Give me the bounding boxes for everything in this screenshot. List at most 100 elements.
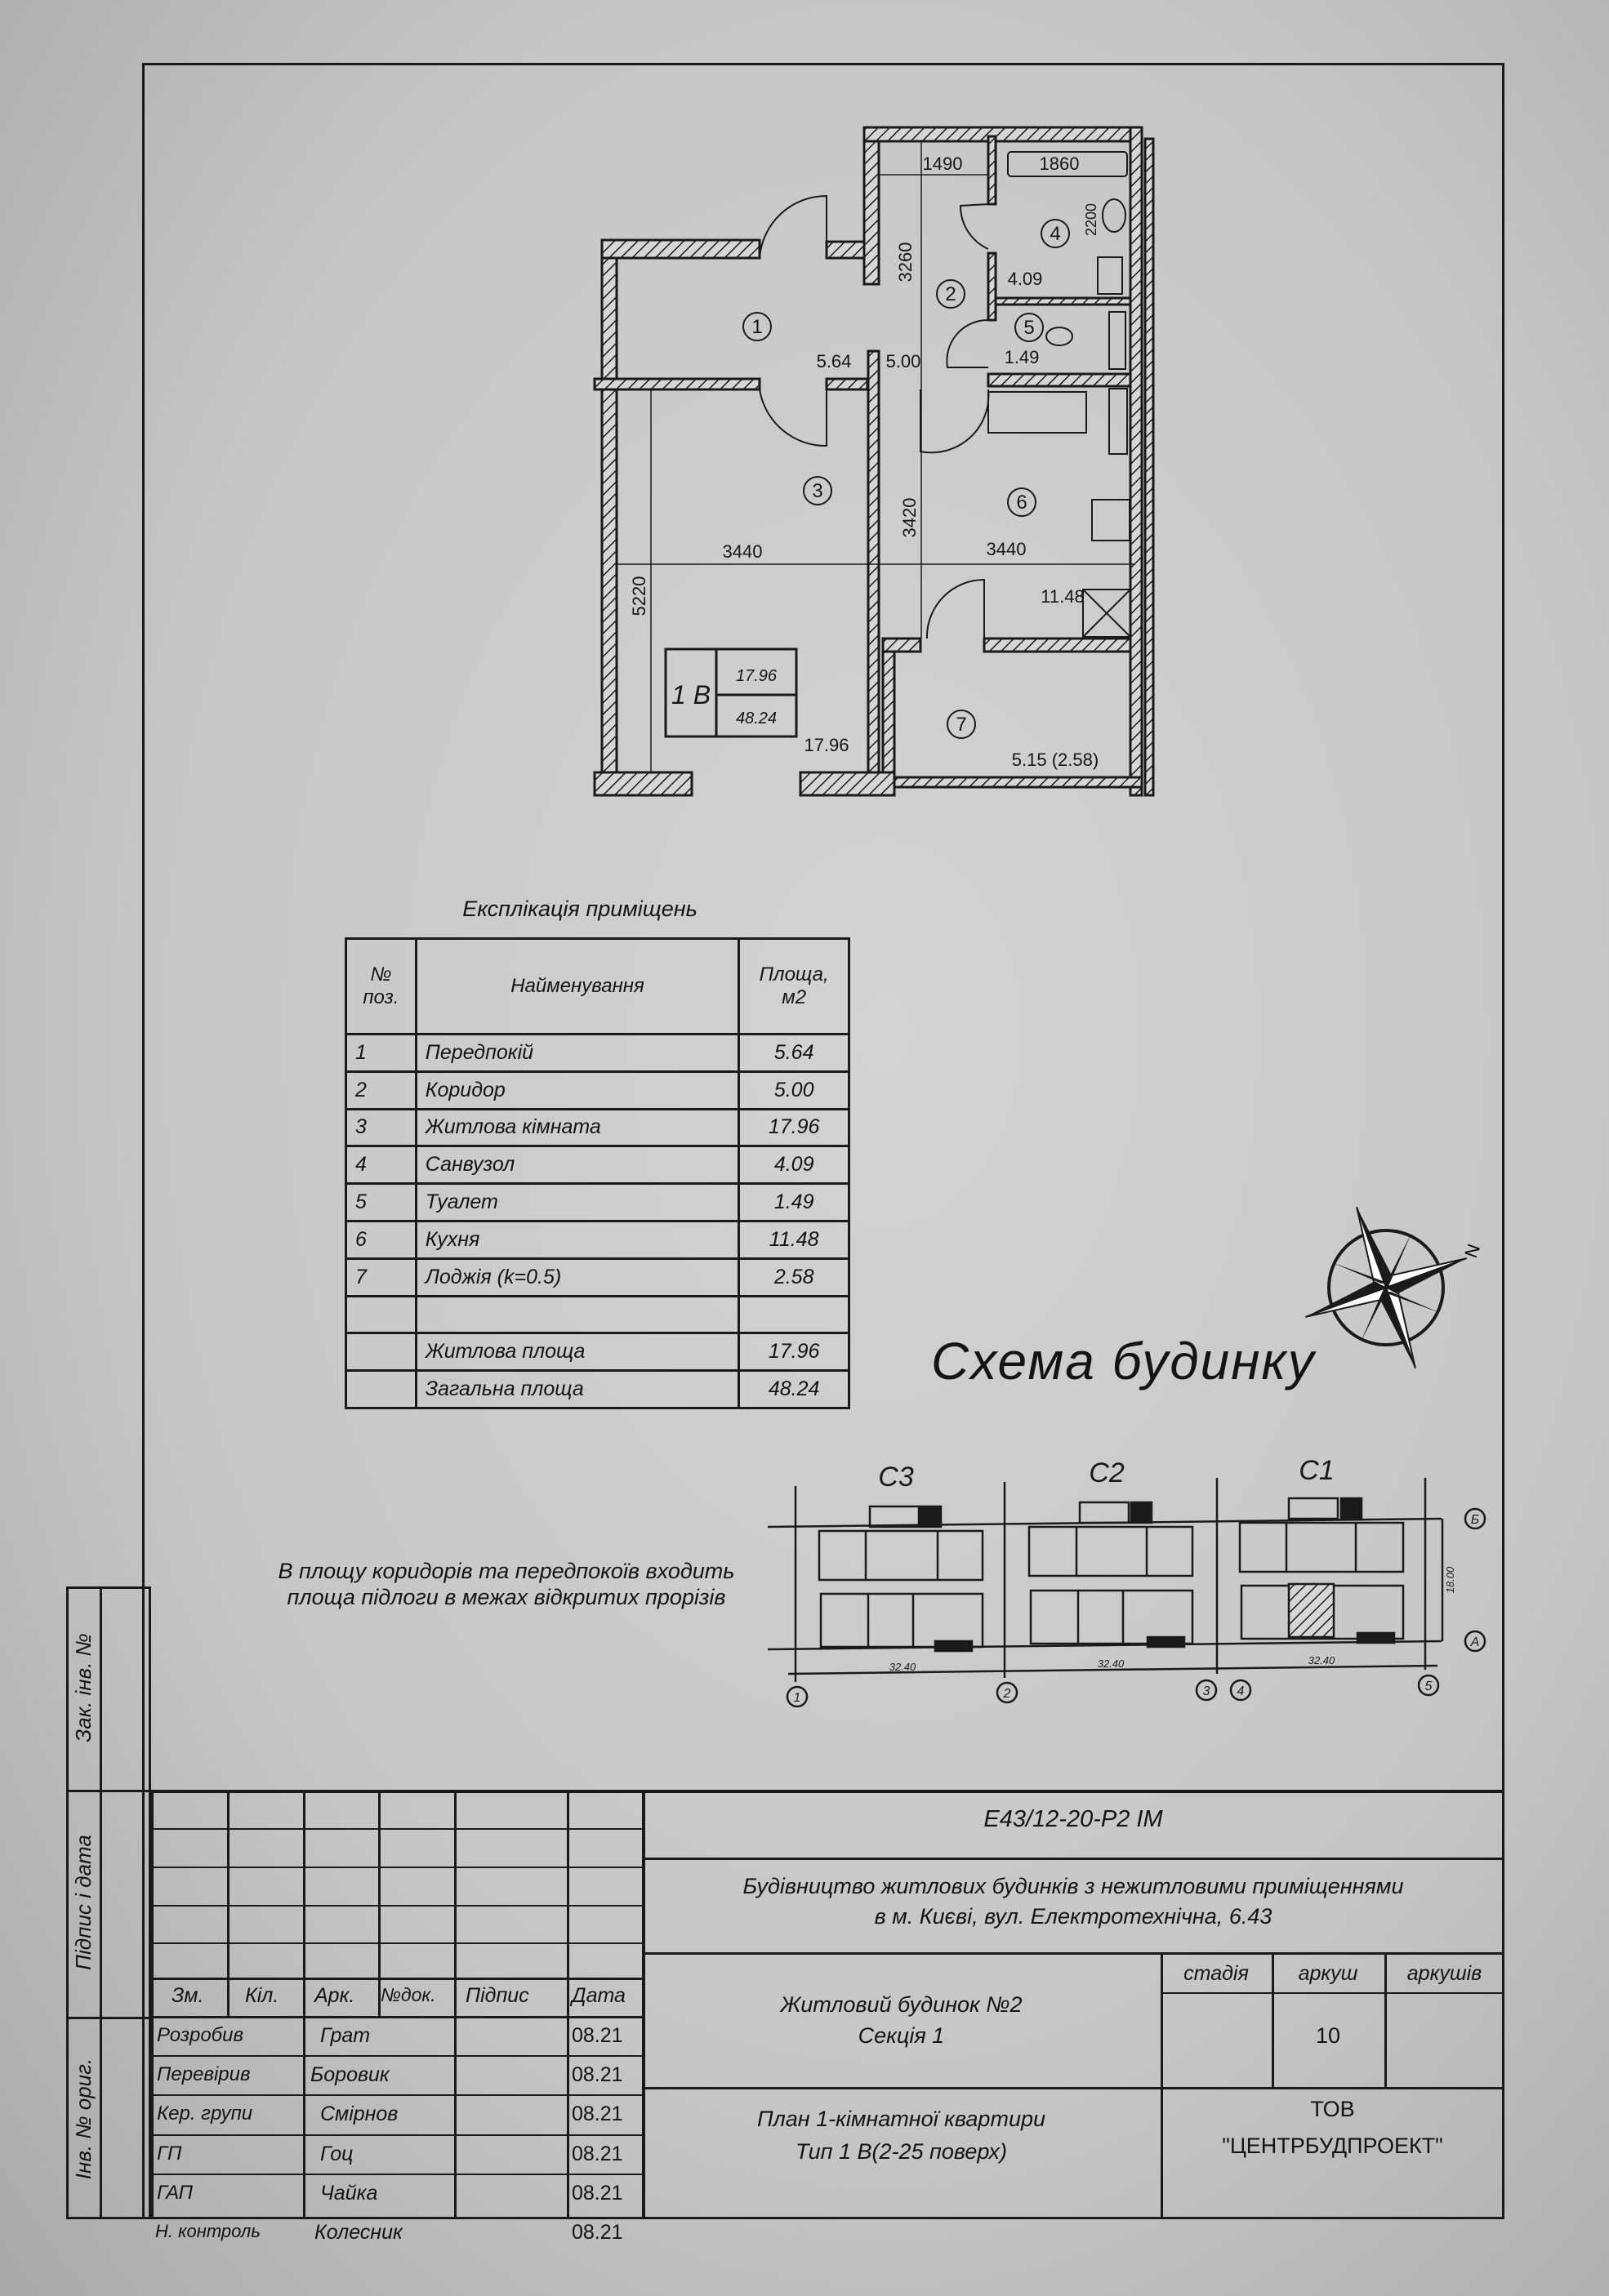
date-gp: 08.21	[572, 2142, 623, 2165]
row-num: 6	[345, 1219, 417, 1260]
role-norm-control: Н. контроль	[155, 2221, 261, 2241]
section-c2	[1027, 1501, 1194, 1649]
row-name: Кухня	[414, 1219, 741, 1260]
stage-label: стадія	[1183, 1962, 1249, 1985]
row-area: 2.58	[738, 1257, 850, 1297]
name-developer: Грат	[320, 2024, 371, 2047]
role-gap: ГАП	[157, 2182, 194, 2204]
name-norm-control: Колесник	[314, 2221, 403, 2244]
room-1-number: 1	[751, 316, 762, 338]
house-scheme: С3 С2 С1 1 2 3 4 5 Б А 32.40 32.40 32.40…	[767, 1455, 1486, 1708]
dim-3420: 3420	[899, 498, 920, 538]
building-line-1: Житловий будинок №2	[780, 1992, 1023, 2017]
date-norm-control: 08.21	[572, 2221, 623, 2244]
header-ndok: №док.	[381, 1984, 436, 2005]
sheets-label: аркушів	[1406, 1962, 1482, 1985]
room-1-area: 5.64	[817, 351, 852, 372]
header-pidpys: Підпис	[466, 1984, 529, 2007]
axis-1: 1	[794, 1691, 801, 1705]
section-label-c1: С1	[1299, 1455, 1334, 1486]
role-group-head: Кер. групи	[157, 2102, 253, 2125]
name-group-head: Смірнов	[320, 2102, 399, 2125]
name-checker: Боровик	[310, 2063, 390, 2086]
stamp-total-area: 48.24	[736, 710, 777, 728]
sheet-number: 10	[1315, 2023, 1341, 2048]
note-line-2: площа підлоги в межах відкритих прорізів	[287, 1585, 726, 1609]
floor-plan: 1 2 3 4 5 6 7 5.64 5.00 17.96 4.09 1.49 …	[593, 126, 1155, 797]
room-2-area: 5.00	[886, 351, 921, 372]
row-area: 17.96	[738, 1107, 850, 1148]
span-c3: 32.40	[889, 1661, 916, 1673]
row-name: Коридор	[414, 1070, 741, 1110]
header-data: Дата	[572, 1984, 626, 2007]
room-7-number: 7	[956, 714, 966, 736]
room-3-number: 3	[812, 480, 822, 502]
room-6-number: 6	[1016, 492, 1027, 514]
name-gp: Гоц	[320, 2142, 354, 2165]
role-gp: ГП	[157, 2142, 182, 2165]
note-line-1: В площу коридорів та передпокоїв входить	[278, 1559, 735, 1583]
header-num: № поз.	[345, 937, 417, 1035]
dim-1490: 1490	[923, 154, 963, 174]
axis-2: 2	[1003, 1687, 1011, 1701]
span-c2: 32.40	[1098, 1657, 1125, 1670]
depth-dim: 18.00	[1444, 1566, 1456, 1593]
header-kil: Кіл.	[245, 1984, 279, 2007]
sheet-label: аркуш	[1298, 1962, 1358, 1985]
axis-a: А	[1470, 1635, 1480, 1649]
compass-rose-icon: N	[1304, 1206, 1484, 1369]
room-5-number: 5	[1023, 317, 1034, 339]
dim-3260: 3260	[895, 243, 916, 283]
header-area: Площа, м2	[738, 937, 850, 1035]
plan-line-2: Тип 1 В(2-25 поверх)	[795, 2139, 1008, 2164]
row-num: 4	[345, 1145, 417, 1186]
total-label: Загальна площа	[414, 1369, 741, 1409]
doors-and-fixtures	[617, 141, 1135, 772]
table-row-empty	[345, 1294, 850, 1335]
row-name: Передпокій	[414, 1033, 741, 1073]
dim-1860: 1860	[1040, 154, 1080, 174]
axis-3: 3	[1203, 1684, 1210, 1698]
stamp-living-area: 17.96	[736, 667, 778, 685]
total-area: 48.24	[738, 1369, 850, 1409]
explication-title: Експлікація приміщень	[462, 897, 698, 921]
date-developer: 08.21	[572, 2024, 623, 2047]
row-num: 2	[345, 1070, 417, 1110]
dim-3440-left: 3440	[723, 541, 763, 562]
header-ark: Арк.	[314, 1984, 355, 2007]
side-sign-label: Підпис і дата	[71, 1835, 96, 1970]
row-area: 4.09	[738, 1145, 850, 1186]
row-num: 3	[345, 1107, 417, 1148]
project-line-2: в м. Києві, вул. Електротехнічна, 6.43	[874, 1904, 1272, 1929]
section-c1	[1238, 1497, 1405, 1644]
dim-2200: 2200	[1083, 203, 1099, 236]
side-strip	[66, 1586, 151, 2219]
name-gap: Чайка	[320, 2182, 378, 2205]
room-7-area: 5.15 (2.58)	[1012, 750, 1099, 770]
company-line-1: ТОВ	[1310, 2097, 1355, 2121]
section-label-c3: С3	[878, 1462, 914, 1493]
header-zm: Зм.	[172, 1984, 204, 2007]
row-area: 5.00	[738, 1070, 850, 1110]
project-line-1: Будівництво житлових будинків з нежитлов…	[742, 1874, 1404, 1898]
row-name: Туалет	[414, 1182, 741, 1222]
role-developer: Розробив	[157, 2024, 244, 2046]
row-name: Санвузол	[414, 1145, 741, 1186]
row-name: Лоджія (k=0.5)	[414, 1257, 741, 1297]
table-header-row: № поз. Найменування Площа, м2	[345, 937, 850, 1035]
company-line-2: "ЦЕНТРБУДПРОЕКТ"	[1222, 2134, 1443, 2158]
room-4-area: 4.09	[1008, 269, 1043, 289]
room-6-area: 11.48	[1041, 586, 1084, 607]
role-checker: Перевірив	[157, 2063, 251, 2085]
section-label-c2: С2	[1089, 1457, 1125, 1488]
axis-4: 4	[1237, 1684, 1245, 1698]
room-2-number: 2	[945, 283, 956, 305]
room-markers	[742, 219, 1070, 739]
